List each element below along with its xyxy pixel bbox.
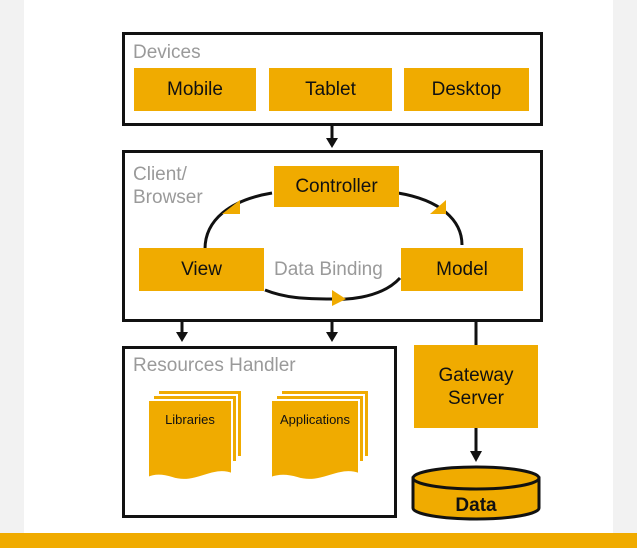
bottom-accent-bar	[0, 533, 637, 548]
right-side-band	[613, 0, 637, 533]
client-browser-label: Client/ Browser	[133, 164, 203, 208]
gateway-to-data-arrowhead	[470, 451, 482, 462]
tablet-box: Tablet	[269, 68, 392, 111]
model-binding-arc	[331, 276, 402, 301]
client-to-resources-arrowhead-right	[326, 332, 338, 342]
applications-label: Applications	[279, 412, 351, 427]
view-box: View	[139, 248, 264, 291]
devices-to-client-arrowhead	[326, 138, 338, 148]
libraries-label: Libraries	[165, 412, 215, 427]
view-controller-arrowhead	[222, 200, 240, 214]
controller-model-arrowhead	[430, 200, 446, 214]
client-to-resources-arrowhead-left	[176, 332, 188, 342]
view-binding-arc	[264, 288, 333, 301]
data-binding-label: Data Binding	[274, 259, 383, 280]
data-cylinder-icon	[411, 465, 541, 521]
data-binding-arrowhead	[332, 290, 346, 306]
devices-label: Devices	[133, 42, 201, 63]
data-label: Data	[455, 495, 497, 516]
resources-handler-label: Resources Handler	[133, 355, 296, 376]
gateway-server-box: Gateway Server	[414, 345, 538, 428]
left-side-band	[0, 0, 24, 533]
model-box: Model	[401, 248, 523, 291]
libraries-document-stack	[147, 389, 243, 481]
desktop-box: Desktop	[404, 68, 529, 111]
view-controller-arc	[203, 191, 273, 250]
controller-box: Controller	[274, 166, 399, 207]
mobile-box: Mobile	[134, 68, 256, 111]
controller-model-arc	[397, 191, 464, 246]
applications-document-stack	[270, 389, 370, 481]
